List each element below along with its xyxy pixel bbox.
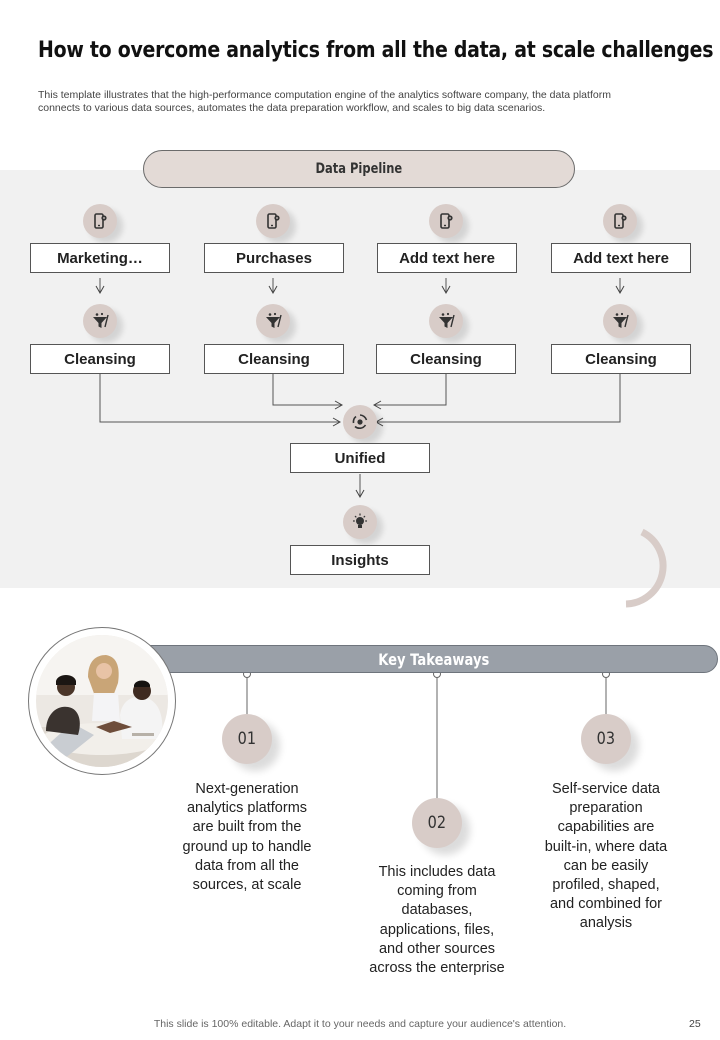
mobile-settings-icon [256,204,290,238]
source-label: Add text here [573,249,669,267]
source-label: Marketing… [57,249,143,267]
mobile-settings-icon [429,204,463,238]
lightbulb-icon [343,505,377,539]
cleansing-label: Cleansing [64,350,136,368]
key-takeaways-bar: Key Takeaways [150,645,718,673]
insights-box: Insights [290,545,430,575]
cleansing-box: Cleansing [551,344,691,374]
source-box-3: Add text here [377,243,517,273]
cleansing-box: Cleansing [30,344,170,374]
filter-funnel-icon [429,304,463,338]
cleansing-label: Cleansing [410,350,482,368]
takeaway-text-03: Self-service data preparation capabiliti… [544,781,668,932]
unified-label: Unified [334,449,386,467]
page-title: How to overcome analytics from all the d… [38,38,714,63]
mobile-settings-icon [83,204,117,238]
key-takeaways-label: Key Takeaways [378,649,490,669]
source-box-marketing: Marketing… [30,243,170,273]
takeaway-text-01: Next-generation analytics platforms are … [182,781,312,894]
filter-funnel-icon [83,304,117,338]
pipeline-header-label: Data Pipeline [315,161,403,177]
filter-funnel-icon [256,304,290,338]
source-box-4: Add text here [551,243,691,273]
source-label: Add text here [399,249,495,267]
footer-note: This slide is 100% editable. Adapt it to… [153,1018,567,1030]
insights-label: Insights [331,551,389,569]
takeaway-number-01: 01 [222,714,272,764]
unified-box: Unified [290,443,430,473]
source-label: Purchases [236,249,312,267]
decorative-arc [625,528,667,608]
cleansing-label: Cleansing [585,350,657,368]
takeaway-number-03: 03 [581,714,631,764]
page-number: 25 [689,1018,701,1030]
page-subtitle: This template illustrates that the high-… [38,89,611,114]
team-photo [36,635,168,767]
cleansing-box: Cleansing [376,344,516,374]
source-box-purchases: Purchases [204,243,344,273]
takeaway-number-02: 02 [412,798,462,848]
mobile-settings-icon [603,204,637,238]
takeaway-text-02: This includes data coming from databases… [369,864,505,977]
recycle-icon [343,405,377,439]
cleansing-box: Cleansing [204,344,344,374]
cleansing-label: Cleansing [238,350,310,368]
pipeline-header: Data Pipeline [143,150,575,188]
filter-funnel-icon [603,304,637,338]
